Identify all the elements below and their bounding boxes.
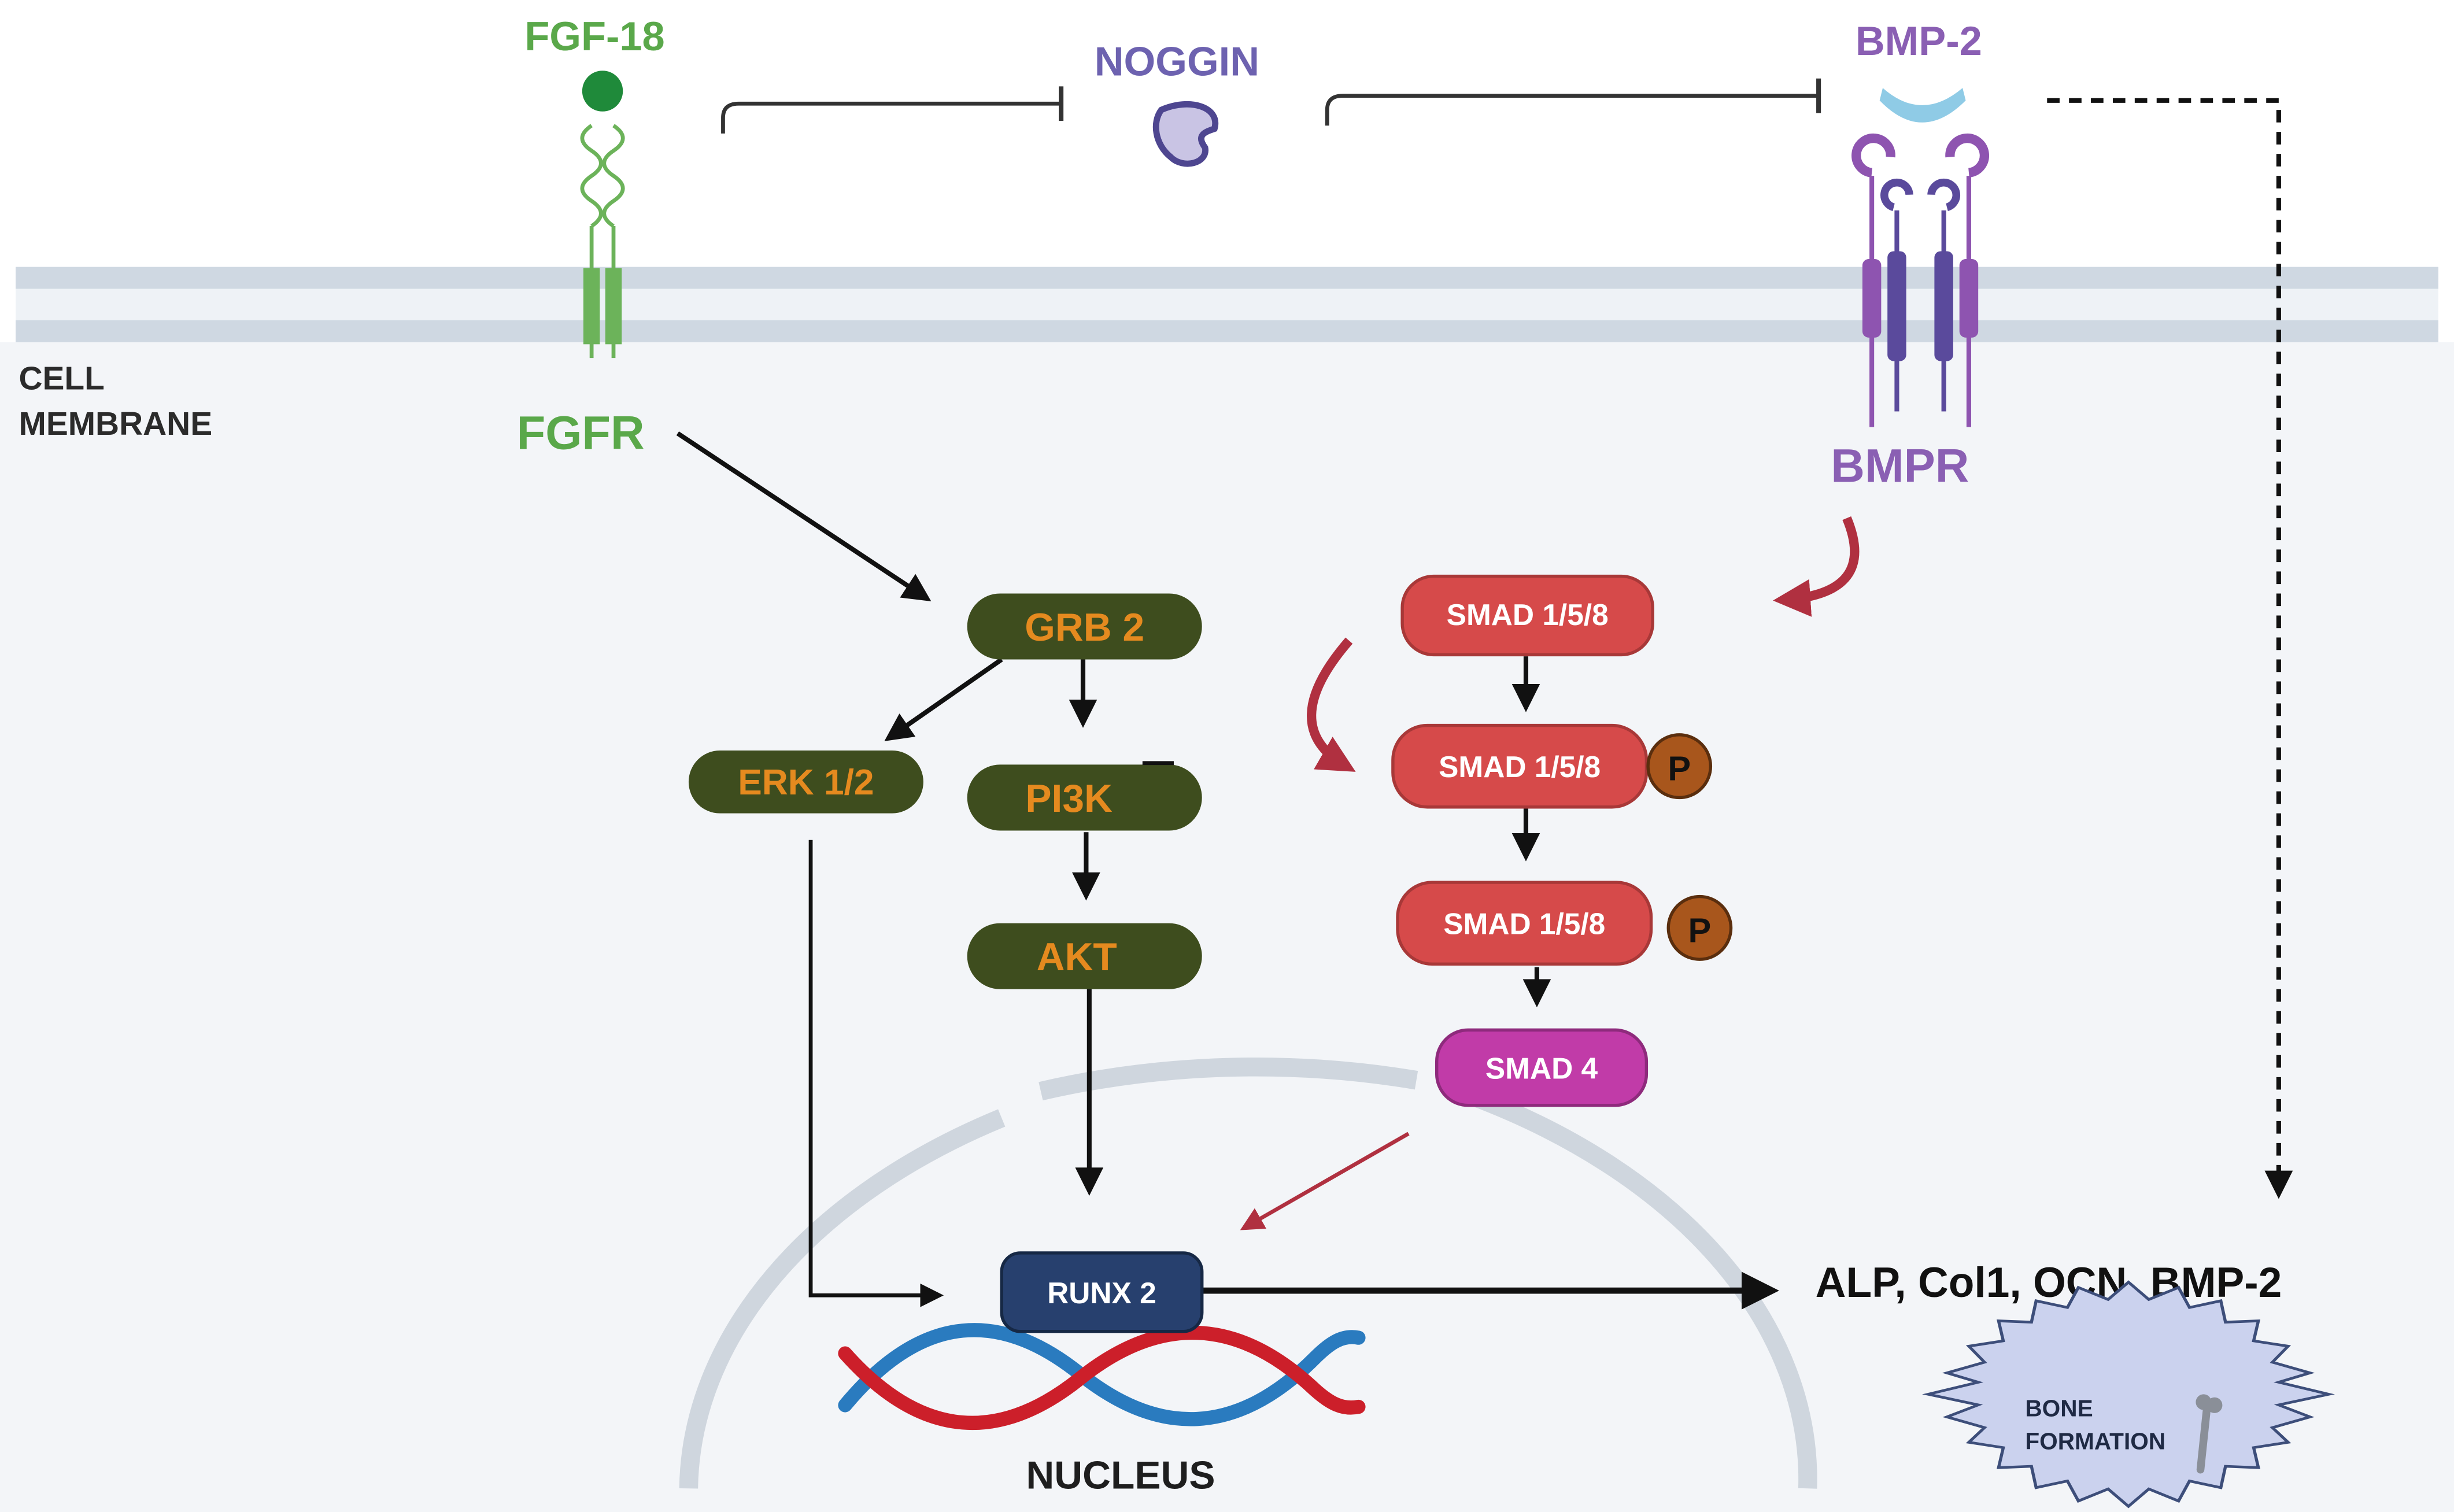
phosphate-group-icon (1646, 733, 1713, 800)
fgfr-to-grb2-arrow (676, 431, 932, 601)
svg-text:PI3K: PI3K (1025, 777, 1112, 820)
smad4-to-runx2-arrow (1240, 1132, 1410, 1230)
svg-text:P: P (1668, 749, 1691, 788)
svg-text:SMAD 1/5/8: SMAD 1/5/8 (1447, 598, 1609, 631)
fgfr-receptor-icon (580, 124, 625, 358)
bone-icon (2196, 1394, 2223, 1474)
bone-formation-badge: BONE FORMATION (1922, 1280, 2335, 1509)
bmpr-to-smad-arrow (1773, 516, 1860, 617)
nucleus-label: NUCLEUS (1026, 1454, 1215, 1497)
bmpr-label: BMPR (1831, 440, 1969, 493)
smad-158-phosphorylated-node: SMAD 1/5/8 P (1391, 723, 1713, 809)
pi3k-node: PI3K (967, 764, 1202, 831)
fgf18-ligand-icon (582, 71, 623, 112)
runx2-node: RUNX 2 (1000, 1251, 1204, 1333)
fgf18-inhibits-noggin (721, 101, 1062, 134)
cell-membrane-label-line2: MEMBRANE (19, 405, 212, 442)
svg-text:BONE: BONE (2025, 1395, 2093, 1421)
cell-membrane-label-line1: CELL (19, 360, 104, 397)
bmp2-label: BMP-2 (1856, 18, 1982, 64)
svg-text:GRB 2: GRB 2 (1025, 606, 1144, 649)
svg-text:ERK 1/2: ERK 1/2 (738, 763, 874, 803)
grb2-node: GRB 2 (967, 593, 1202, 660)
bmp2-direct-effect-arrow (2047, 98, 2293, 1199)
dna-double-helix-icon (838, 1323, 1366, 1430)
bmp2-ligand-icon (1879, 88, 1966, 123)
svg-text:FORMATION: FORMATION (2025, 1428, 2165, 1454)
fgf18-label: FGF-18 (524, 13, 664, 59)
svg-text:SMAD 1/5/8: SMAD 1/5/8 (1439, 750, 1601, 783)
noggin-label: NOGGIN (1095, 38, 1259, 84)
erk-to-runx2-arrow (808, 840, 944, 1307)
svg-text:AKT: AKT (1037, 936, 1117, 979)
svg-text:P: P (1688, 911, 1712, 949)
noggin-inhibits-bmp2 (1325, 94, 1819, 126)
smad-158-node: SMAD 1/5/8 (1400, 574, 1654, 657)
akt-node: AKT (967, 923, 1202, 989)
svg-text:RUNX 2: RUNX 2 (1047, 1276, 1156, 1310)
erk-node: ERK 1/2 (688, 750, 923, 814)
noggin-protein-icon (1152, 101, 1219, 167)
smad-phosphorylation-arrow (1307, 637, 1356, 772)
smad-158-phosphorylated-node-2: SMAD 1/5/8 P (1396, 881, 1733, 966)
target-genes-label: ALP, Col1, OCN, BMP-2 (1816, 1259, 2282, 1306)
fgfr-label: FGFR (517, 407, 645, 460)
phosphate-group-icon (1666, 894, 1733, 961)
svg-text:SMAD 1/5/8: SMAD 1/5/8 (1443, 907, 1605, 941)
grb2-to-erk-arrow (884, 657, 1003, 741)
cell-membrane (16, 267, 2438, 342)
smad4-node: SMAD 4 (1435, 1028, 1649, 1107)
bmpr-receptor-icon (1851, 133, 1989, 427)
svg-text:SMAD 4: SMAD 4 (1485, 1051, 1598, 1085)
